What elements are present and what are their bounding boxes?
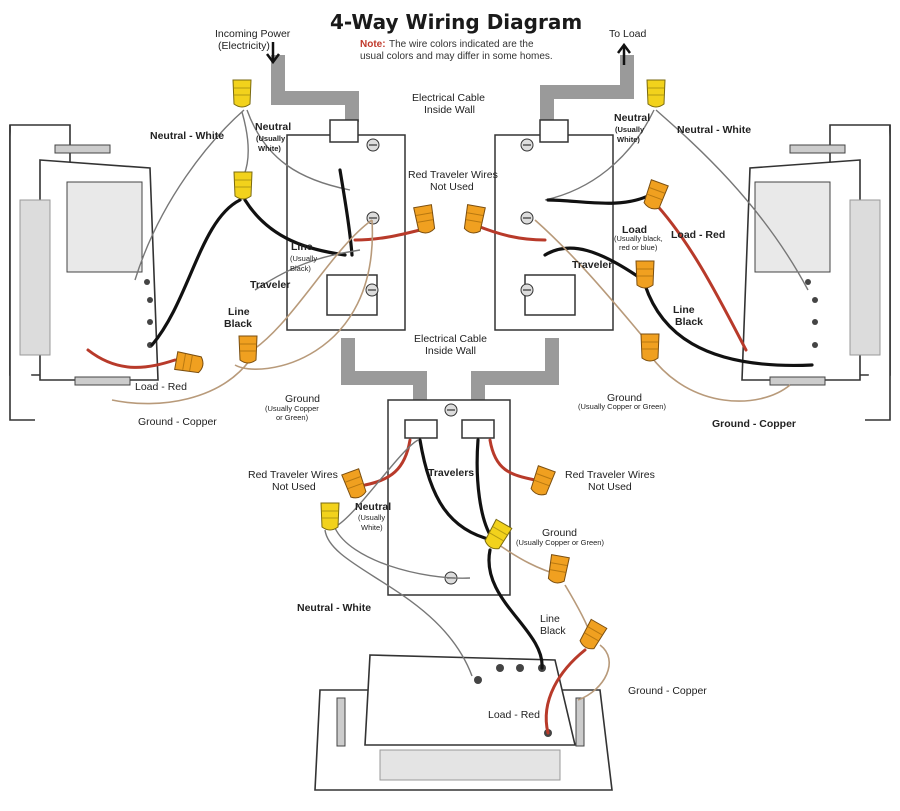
center-not-used-label: Not Used [430,181,474,193]
left-ground-sub-label-2: or Green) [276,413,309,422]
cable-top-label-2: Inside Wall [424,104,475,116]
left-load-red-label: Load - Red [135,381,187,393]
right-neutral-white-sub-label: White) [617,135,640,144]
cable-mid-label-1: Electrical Cable [414,333,487,345]
wire-nut-left-line [233,171,253,200]
wire-nut-right-load [641,179,669,212]
wire-nut-right-ground [640,333,660,362]
right-wires [473,109,814,402]
wire-nut-left-ground [238,335,258,364]
left-switch [9,124,159,421]
bottom-load-red-label: Load - Red [488,709,540,721]
left-line-black-label-a: Line [228,306,250,318]
wire-nut-bottom-red-left [341,468,369,501]
right-switch [741,124,891,421]
cable-top-right [540,55,634,120]
bottom-wires [324,438,610,735]
center-red-traveler-label: Red Traveler Wires [408,169,498,181]
right-load-sub-label-1: (Usually black, [614,234,663,243]
wire-nut-red-right-top [462,204,486,235]
bottom-neutral-white-label: Neutral - White [297,602,371,614]
bottom-travelers-label: Travelers [428,467,474,479]
left-line-black-sub-label: Black) [290,264,311,273]
left-neutral-white-label: Neutral - White [150,130,224,142]
bottom-not-used-right-label: Not Used [588,481,632,493]
left-line-label: Line [291,241,313,253]
left-neutral-white-sub-label: White) [258,144,281,153]
left-junction-box [286,119,406,331]
bottom-neutral-usually-label: (Usually [358,513,385,522]
left-line-usually-label: (Usually [290,254,317,263]
incoming-power-label: Incoming Power [215,28,291,40]
bottom-red-traveler-left-label: Red Traveler Wires [248,469,338,481]
wire-nut-right-neutral [646,79,666,108]
right-neutral-label: Neutral [614,112,650,124]
note-line-1: The wire colors indicated are the [389,39,534,50]
note-key: Note: [360,39,386,50]
left-wires [86,109,422,405]
left-ground-label: Ground [285,393,320,405]
left-neutral-label: Neutral [255,121,291,133]
cable-mid-left [341,338,427,400]
right-ground-sub-label: (Usually Copper or Green) [578,402,666,411]
bottom-not-used-left-label: Not Used [272,481,316,493]
right-junction-box [494,119,614,331]
note-line-2: usual colors and may differ in some home… [360,51,553,62]
right-load-sub-label-2: red or blue) [619,243,658,252]
bottom-line-black-label-a: Line [540,613,560,625]
right-line-black-label-a: Line [673,304,695,316]
right-ground-copper-label: Ground - Copper [712,418,796,430]
bottom-neutral-white-sub-label: White) [361,523,383,532]
wire-nut-right-line [635,260,655,289]
incoming-power-sub-label: (Electricity) [218,40,270,52]
wire-nut-left-load [174,351,205,375]
wire-nut-bottom-ground [546,554,570,585]
cable-mid-right [471,338,559,400]
right-ground-label: Ground [607,392,642,404]
left-ground-sub-label-1: (Usually Copper [265,404,319,413]
diagram-title: 4-Way Wiring Diagram [330,10,582,34]
to-load-arrow-icon [617,42,631,65]
cable-top-label-1: Electrical Cable [412,92,485,104]
bottom-red-traveler-right-label: Red Traveler Wires [565,469,655,481]
bottom-ground-sub-label: (Usually Copper or Green) [516,538,604,547]
wire-nut-left-neutral [232,79,252,108]
right-line-black-label-b: Black [675,316,703,328]
bottom-junction-box [387,399,511,596]
left-neutral-usually-label: (Usually [256,134,286,143]
bottom-switch [314,654,613,791]
bottom-ground-label: Ground [542,527,577,539]
wire-nut-bottom-neutral [320,502,340,531]
right-neutral-usually-label: (Usually [615,125,645,134]
left-ground-copper-label: Ground - Copper [138,416,217,428]
right-traveler-label: Traveler [572,259,612,271]
cable-mid-label-2: Inside Wall [425,345,476,357]
right-load-label: Load [622,224,647,236]
right-load-red-label: Load - Red [671,229,725,241]
bottom-neutral-label: Neutral [355,501,391,513]
right-neutral-white-label: Neutral - White [677,124,751,136]
left-traveler-label: Traveler [250,279,290,291]
to-load-label: To Load [609,28,647,40]
cable-top-left [271,55,359,122]
left-line-black-label-b: Black [224,318,252,330]
incoming-arrow-icon [266,42,280,65]
wire-nut-bottom-red-right [528,465,556,498]
bottom-ground-copper-label: Ground - Copper [628,685,707,697]
bottom-line-black-label-b: Black [540,625,566,637]
